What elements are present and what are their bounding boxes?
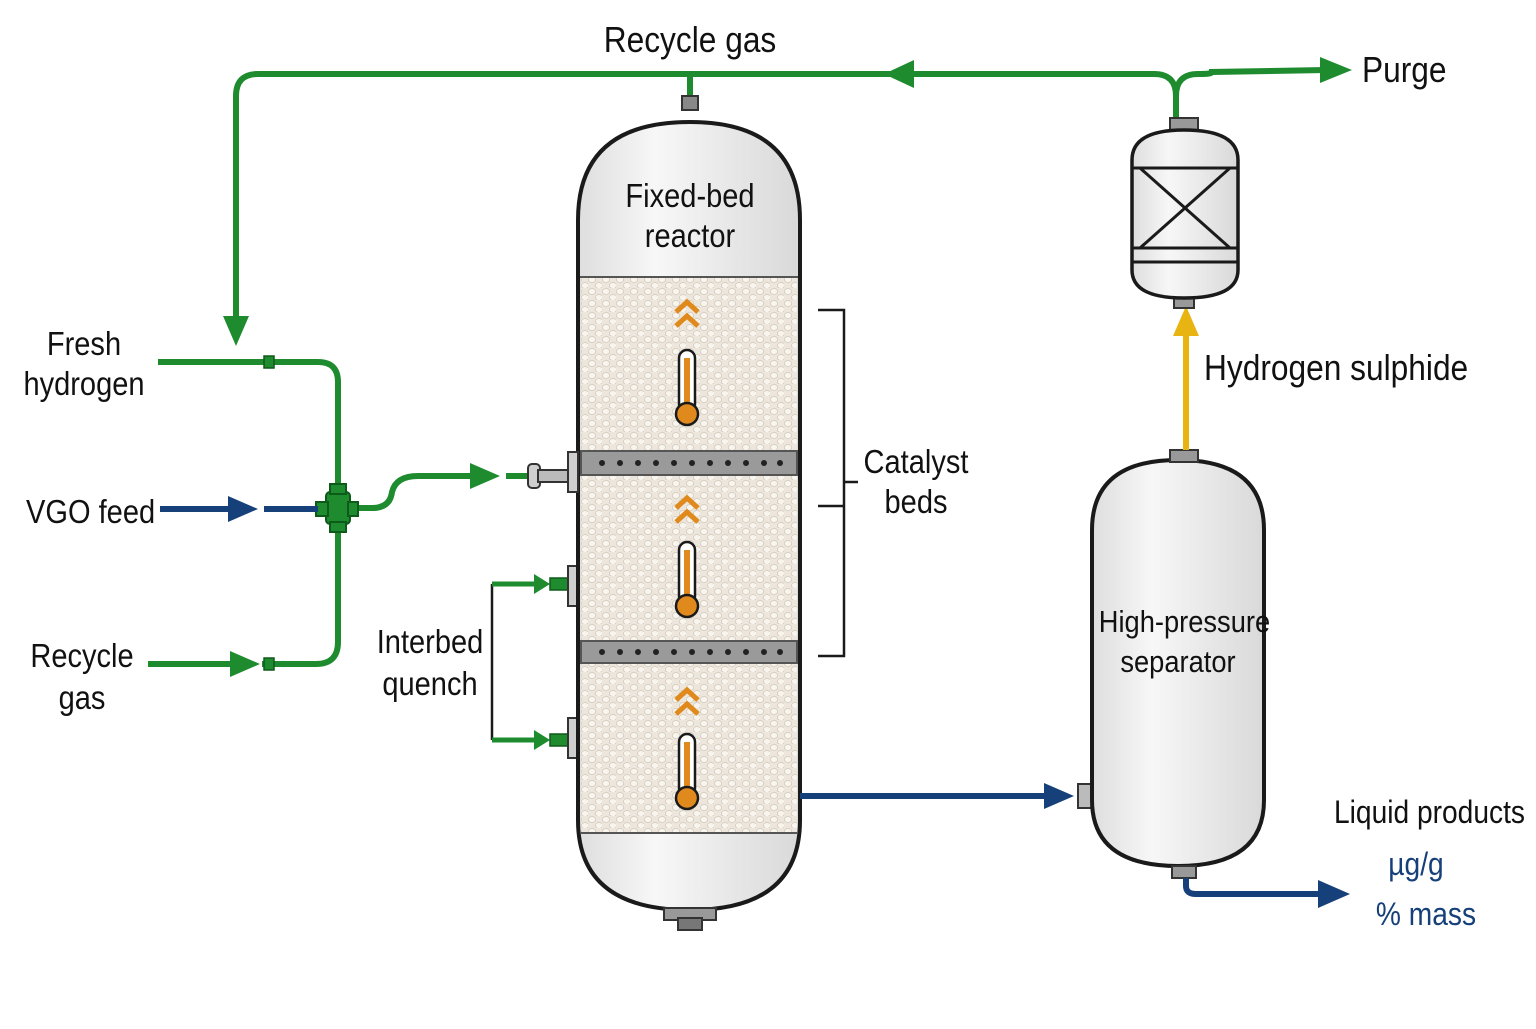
filter-cross-icon: [1130, 117, 1240, 309]
thermometer-icon: [674, 686, 700, 811]
separator-inlet-nozzle: [1077, 783, 1093, 809]
reactor-bottom-outlet: [677, 917, 703, 931]
fresh-hydrogen-label-2: hydrogen: [23, 365, 145, 402]
bed-support-grid-2: [580, 640, 798, 664]
arrow-right-icon: [1318, 880, 1350, 908]
bed-support-grid-1: [580, 450, 798, 476]
interbed-quench-label-1: Interbed: [376, 623, 484, 660]
catalyst-beds-bracket: [818, 308, 858, 658]
units-label-2: % mass: [1375, 896, 1477, 932]
recycle-gas-left-label-2: gas: [58, 679, 106, 716]
interbed-quench-label-2: quench: [382, 665, 478, 702]
reactor-label-1: Fixed-bed: [625, 177, 755, 214]
mixing-tee: [315, 483, 359, 533]
arrow-right-icon: [1044, 783, 1074, 809]
arrow-right-icon: [228, 496, 258, 522]
thermometer-icon: [674, 298, 700, 427]
quench-arrow-1: [534, 574, 550, 594]
quench-arrow-2: [534, 730, 550, 750]
arrow-right-icon: [1320, 57, 1352, 83]
reactor-label-2: reactor: [644, 217, 736, 254]
recycle-gas-left-label-1: Recycle: [30, 637, 134, 674]
mixed-feed-line: [348, 473, 474, 511]
units-label-1: µg/g: [1388, 846, 1444, 882]
interbed-quench-lines: [490, 581, 540, 743]
arrow-right-icon: [230, 651, 260, 677]
vgo-feed-label: VGO feed: [26, 493, 156, 530]
liquid-products-line: [1183, 878, 1322, 897]
reactor-inlet-nozzle: [537, 469, 573, 483]
separator-label-1: High-pressure: [1098, 604, 1271, 639]
high-pressure-separator: [1090, 449, 1266, 879]
fresh-hydrogen-label-1: Fresh: [46, 325, 122, 362]
reactor-side-flange: [567, 451, 579, 493]
thermometer-icon: [674, 494, 700, 619]
pipe-coupling: [263, 355, 275, 369]
recycle-gas-top-label: Recycle gas: [603, 19, 777, 60]
pipe-coupling: [263, 657, 275, 671]
arrow-left-icon: [884, 60, 914, 88]
catalyst-beds-label-2: beds: [884, 483, 948, 520]
reactor-top-nozzle: [681, 95, 699, 111]
arrow-down-icon: [223, 316, 249, 346]
separator-label-2: separator: [1120, 644, 1236, 679]
arrow-up-icon: [1173, 306, 1199, 336]
arrow-right-icon: [470, 463, 500, 489]
purge-label: Purge: [1362, 49, 1447, 90]
liquid-products-label: Liquid products: [1334, 794, 1525, 830]
hydrogen-sulphide-label: Hydrogen sulphide: [1204, 347, 1469, 388]
catalyst-beds-label-1: Catalyst: [863, 443, 969, 480]
purge-line: [1173, 67, 1329, 99]
